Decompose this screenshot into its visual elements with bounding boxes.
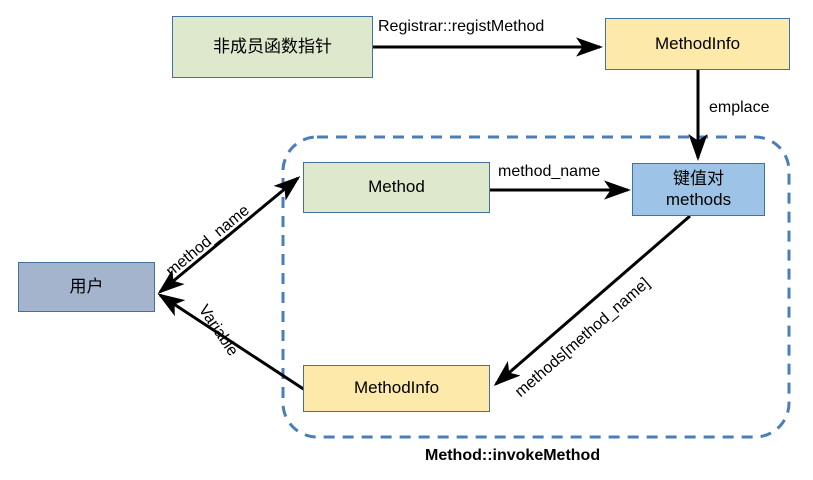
diagram-caption: Method::invokeMethod [425,447,601,464]
node-method-info-bottom[interactable]: MethodInfo [303,365,490,412]
node-method-info-top-label: MethodInfo [654,33,741,53]
edge-label-regist-method: Registrar::registMethod [378,18,545,35]
node-method-info-bottom-label: MethodInfo [353,378,440,398]
node-func-pointer-label: 非成员函数指针 [213,36,332,56]
edge-label-methods-lookup: methods[method_name] [512,274,654,401]
node-method[interactable]: Method [303,162,490,213]
node-method-info-top[interactable]: MethodInfo [605,18,790,70]
node-method-label: Method [368,177,425,197]
node-func-pointer[interactable]: 非成员函数指针 [172,16,373,78]
edge-label-method-name-map: method_name [498,163,601,180]
node-user[interactable]: 用户 [18,262,155,312]
edge-label-variable: Variable [194,302,242,360]
edge-label-method-name-user: method_name [163,201,253,281]
node-methods-map-label-cn: 键值对 [673,169,724,189]
node-methods-map[interactable]: 键值对 methods [632,163,765,216]
edge-label-emplace: emplace [709,99,770,116]
node-user-label: 用户 [69,276,104,296]
node-methods-map-label-en: methods [665,189,732,209]
edge-methods-lookup [493,214,691,386]
